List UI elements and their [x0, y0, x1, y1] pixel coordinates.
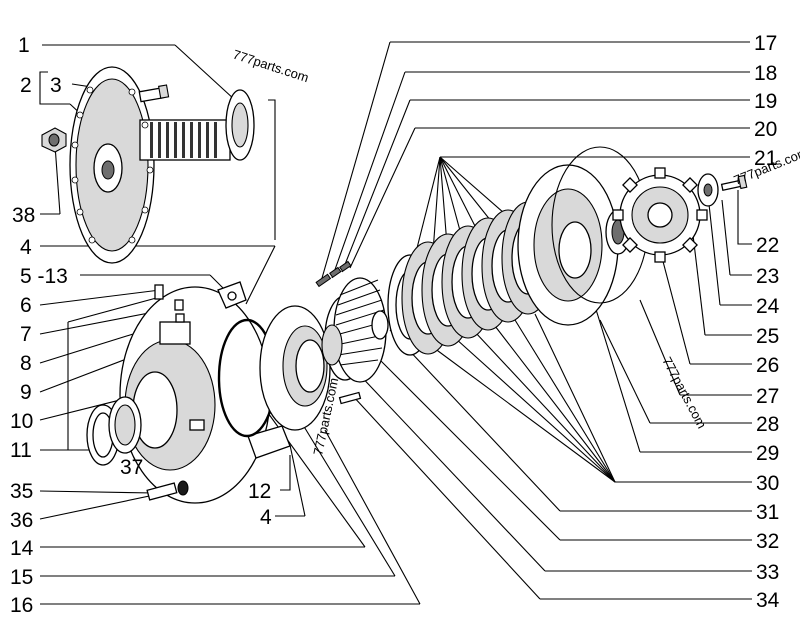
housing	[119, 286, 271, 504]
label-23: 23	[756, 265, 779, 288]
label-37: 37	[120, 456, 143, 479]
label-20: 20	[754, 118, 777, 141]
label-33: 33	[756, 561, 779, 584]
label-25: 25	[756, 325, 779, 348]
label-2: 2	[20, 74, 32, 97]
clutch-hub	[321, 277, 389, 405]
label-8: 8	[20, 352, 32, 375]
label-1: 1	[18, 34, 30, 57]
label-4b: 4	[260, 506, 272, 529]
nut-38	[41, 127, 67, 153]
label-7: 7	[20, 323, 32, 346]
label-16: 16	[10, 594, 33, 617]
label-31: 31	[756, 501, 779, 524]
clutch-plates	[387, 201, 555, 356]
label-22: 22	[756, 234, 779, 257]
plate-12	[247, 425, 291, 459]
label-35: 35	[10, 480, 33, 503]
washer-24	[697, 173, 719, 207]
label-27: 27	[756, 385, 779, 408]
label-36: 36	[10, 509, 33, 532]
label-14: 14	[10, 537, 34, 560]
fittings	[154, 284, 185, 323]
label-24: 24	[756, 295, 780, 318]
label-34: 34	[756, 589, 780, 612]
watermark-right: 777parts.com	[659, 354, 709, 431]
seal-rings	[86, 396, 142, 466]
leader-lines	[39, 41, 752, 605]
piston-15	[259, 305, 331, 431]
bolt-3	[138, 84, 170, 103]
label-12: 12	[248, 480, 271, 503]
label-32: 32	[756, 530, 779, 553]
label-11: 11	[10, 439, 32, 462]
label-9: 9	[20, 381, 32, 404]
label-26: 26	[756, 354, 779, 377]
label-30: 30	[756, 472, 779, 495]
bolt-22	[720, 174, 748, 191]
watermark-top: 777parts.com	[231, 47, 311, 86]
sprocket-25	[612, 167, 708, 263]
label-15: 15	[10, 566, 33, 589]
bolt-35	[146, 480, 189, 501]
label-4: 4	[20, 236, 32, 259]
springs-17-20	[315, 260, 352, 288]
label-21: 21	[754, 147, 777, 170]
label-10: 10	[10, 410, 33, 433]
label-19: 19	[754, 90, 777, 113]
label-29: 29	[756, 442, 779, 465]
label-38: 38	[12, 204, 35, 227]
output-shaft-flange	[69, 66, 255, 264]
label-5-13: 5 -13	[20, 265, 68, 288]
label-6: 6	[20, 294, 32, 317]
bracket-5-13	[217, 281, 247, 309]
label-17: 17	[754, 32, 777, 55]
label-3: 3	[50, 74, 62, 97]
label-28: 28	[756, 413, 779, 436]
number-labels: 1 2 3 38 4 5 -13 6 7 8 9 10 11 37 12 4 3…	[10, 32, 780, 617]
cover-plate	[517, 146, 649, 326]
label-18: 18	[754, 62, 777, 85]
